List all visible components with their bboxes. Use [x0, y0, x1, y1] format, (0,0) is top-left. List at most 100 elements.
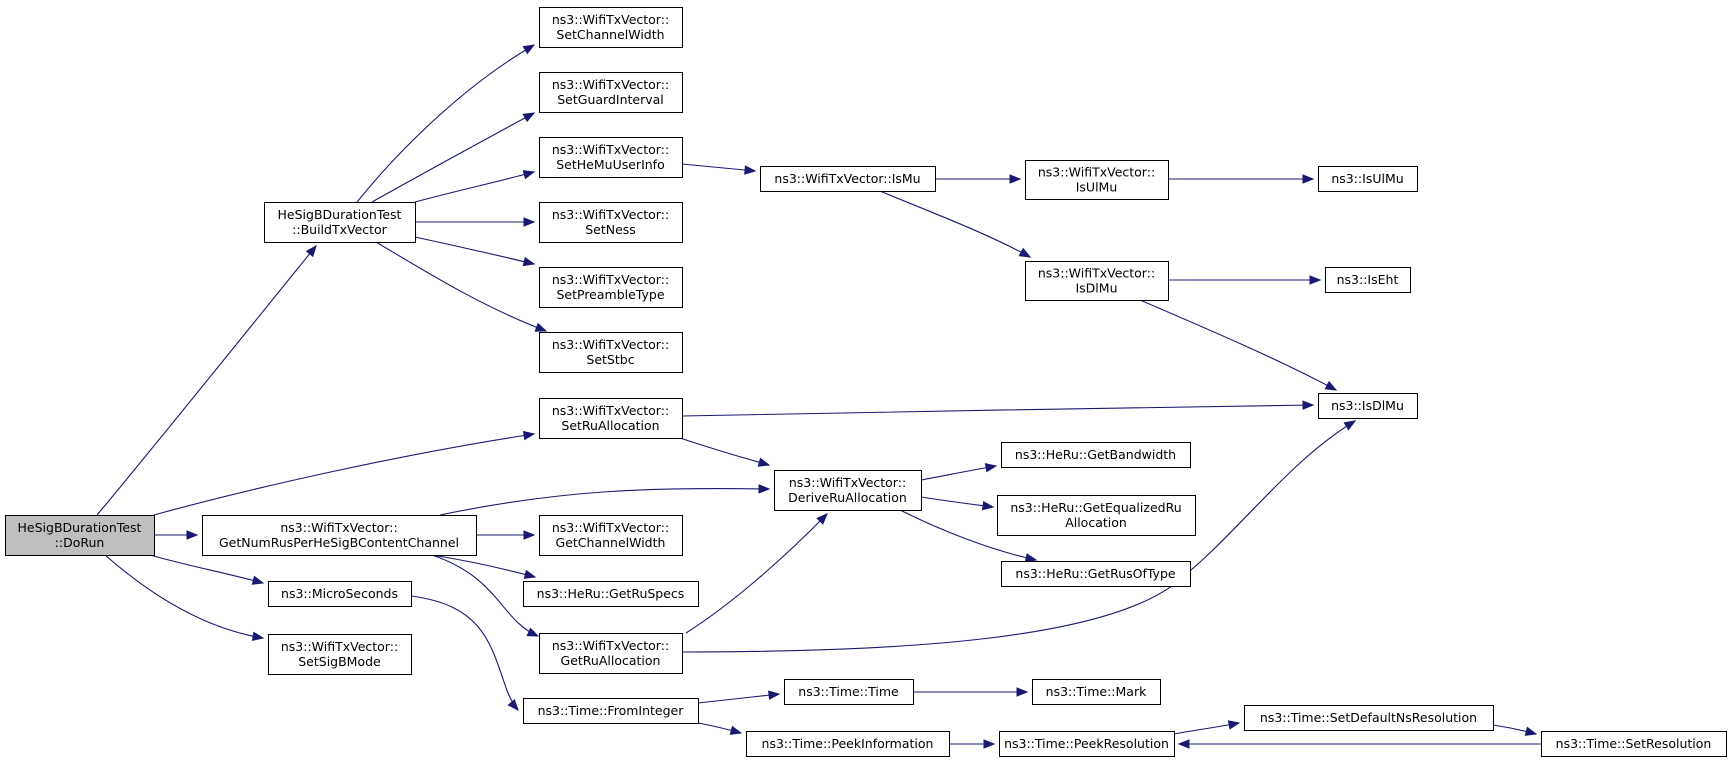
node-box — [539, 332, 683, 373]
arrowhead-icon — [522, 44, 536, 55]
edge-getrualloc-to-derive — [685, 513, 828, 634]
node-label-line: ns3::WifiTxVector:: — [552, 520, 669, 535]
node-getbw[interactable]: ns3::HeRu::GetBandwidth — [1001, 442, 1191, 468]
node-peekres[interactable]: ns3::Time::PeekResolution — [999, 731, 1175, 757]
node-getruspecs[interactable]: ns3::HeRu::GetRuSpecs — [523, 581, 699, 607]
node-label-line: Allocation — [1065, 515, 1127, 530]
edge-line — [414, 236, 535, 265]
node-sethemu[interactable]: ns3::WifiTxVector::SetHeMuUserInfo — [539, 137, 683, 178]
node-micro[interactable]: ns3::MicroSeconds — [268, 581, 412, 607]
node-box — [268, 634, 412, 675]
node-label-line: ns3::WifiTxVector:: — [552, 272, 669, 287]
arrowhead-icon — [758, 484, 771, 494]
edge-buildtx-to-setpre — [414, 236, 536, 267]
node-label-line: ns3::WifiTxVector:: — [552, 207, 669, 222]
edge-line — [679, 437, 770, 466]
node-setness[interactable]: ns3::WifiTxVector::SetNess — [539, 202, 683, 243]
node-label-line: ns3::WifiTxVector:: — [1038, 165, 1155, 180]
node-peekinfo[interactable]: ns3::Time::PeekInformation — [746, 731, 950, 757]
edge-line — [356, 44, 535, 203]
node-getchw[interactable]: ns3::WifiTxVector::GetChannelWidth — [539, 515, 683, 556]
node-setstbc[interactable]: ns3::WifiTxVector::SetStbc — [539, 332, 683, 373]
arrowhead-icon — [816, 513, 828, 525]
node-getrusoftype[interactable]: ns3::HeRu::GetRusOfType — [1001, 561, 1191, 587]
node-label-line: SetPreambleType — [556, 287, 664, 302]
edge-line — [681, 420, 1356, 653]
node-buildtx[interactable]: HeSigBDurationTest::BuildTxVector — [264, 202, 416, 243]
arrowhead-icon — [1524, 726, 1538, 736]
node-box — [523, 698, 699, 724]
node-label-line: ns3::Time::FromInteger — [538, 703, 685, 718]
edge-peekinfo-to-peekres — [949, 739, 996, 749]
node-label-line: SetSigBMode — [298, 654, 381, 669]
node-box — [1318, 393, 1418, 419]
edge-line — [431, 554, 539, 637]
node-label-line: ns3::MicroSeconds — [281, 586, 398, 601]
arrowhead-icon — [522, 430, 536, 441]
node-label-line: ns3::Time::Mark — [1046, 684, 1147, 699]
node-setpre[interactable]: ns3::WifiTxVector::SetPreambleType — [539, 267, 683, 308]
edge-ismu-to-isulmu — [935, 174, 1022, 184]
node-label-line: ns3::HeRu::GetRusOfType — [1015, 566, 1175, 581]
edges-layer — [96, 44, 1541, 749]
node-label-line: SetNess — [585, 222, 636, 237]
node-label-line: ns3::Time::Time — [798, 684, 899, 699]
edge-micro-to-fromint — [410, 595, 519, 712]
edge-dorun-to-setsigb — [104, 554, 265, 641]
node-getnumrus[interactable]: ns3::WifiTxVector::GetNumRusPerHeSigBCon… — [202, 515, 477, 556]
node-label-line: HeSigBDurationTest — [278, 207, 402, 222]
node-ismu[interactable]: ns3::WifiTxVector::IsMu — [760, 166, 936, 192]
node-timetime[interactable]: ns3::Time::Time — [784, 679, 914, 705]
node-nsisulmu[interactable]: ns3::IsUlMu — [1318, 166, 1418, 192]
edge-line — [920, 496, 994, 508]
node-setru[interactable]: ns3::WifiTxVector::SetRuAllocation — [539, 398, 683, 439]
edge-line — [371, 112, 535, 203]
arrowhead-icon — [1227, 720, 1241, 730]
node-box — [5, 515, 155, 556]
node-derive[interactable]: ns3::WifiTxVector::DeriveRuAllocation — [774, 470, 922, 511]
node-box — [539, 633, 683, 674]
node-nsisdlmu[interactable]: ns3::IsDlMu — [1318, 393, 1418, 419]
node-getrualloc[interactable]: ns3::WifiTxVector::GetRuAllocation — [539, 633, 683, 674]
node-label-line: HeSigBDurationTest — [18, 520, 142, 535]
edge-line — [153, 433, 535, 516]
edge-line — [431, 554, 536, 578]
node-setgi[interactable]: ns3::WifiTxVector::SetGuardInterval — [539, 72, 683, 113]
arrowhead-icon — [757, 457, 771, 467]
edge-line — [685, 513, 828, 634]
node-fromint[interactable]: ns3::Time::FromInteger — [523, 698, 699, 724]
node-label-line: SetChannelWidth — [556, 27, 664, 42]
node-label-line: ns3::WifiTxVector:: — [552, 12, 669, 27]
edge-isdlmu-to-nsisdlmu — [1139, 299, 1338, 391]
arrowhead-icon — [523, 569, 537, 579]
arrowhead-icon — [1009, 174, 1022, 184]
node-setres[interactable]: ns3::Time::SetResolution — [1541, 731, 1727, 757]
arrowhead-icon — [251, 631, 265, 641]
node-label-line: ::BuildTxVector — [292, 222, 388, 237]
arrowhead-icon — [1016, 687, 1029, 697]
node-mark[interactable]: ns3::Time::Mark — [1032, 679, 1161, 705]
node-label-line: SetHeMuUserInfo — [556, 157, 664, 172]
arrowhead-icon — [1324, 380, 1338, 391]
node-label-line: ns3::IsEht — [1337, 272, 1399, 287]
node-dorun[interactable]: HeSigBDurationTest::DoRun — [5, 515, 155, 556]
node-setchw[interactable]: ns3::WifiTxVector::SetChannelWidth — [539, 7, 683, 48]
node-box — [539, 515, 683, 556]
node-box — [784, 679, 914, 705]
node-isdlmu[interactable]: ns3::WifiTxVector::IsDlMu — [1025, 261, 1169, 301]
node-box — [539, 202, 683, 243]
node-label-line: ns3::WifiTxVector:: — [281, 639, 398, 654]
edge-line — [439, 487, 770, 516]
node-setdefres[interactable]: ns3::Time::SetDefaultNsResolution — [1244, 705, 1494, 731]
node-isulmu[interactable]: ns3::WifiTxVector::IsUlMu — [1025, 160, 1169, 200]
edge-ismu-to-isdlmu — [879, 190, 1032, 258]
node-label-line: SetRuAllocation — [561, 418, 659, 433]
node-label-line: ::DoRun — [55, 535, 105, 550]
node-box — [264, 202, 416, 243]
node-setsigb[interactable]: ns3::WifiTxVector::SetSigBMode — [268, 634, 412, 675]
node-iseht[interactable]: ns3::IsEht — [1325, 267, 1411, 293]
node-label-line: ns3::Time::PeekInformation — [762, 736, 934, 751]
edge-buildtx-to-sethemu — [414, 170, 536, 203]
